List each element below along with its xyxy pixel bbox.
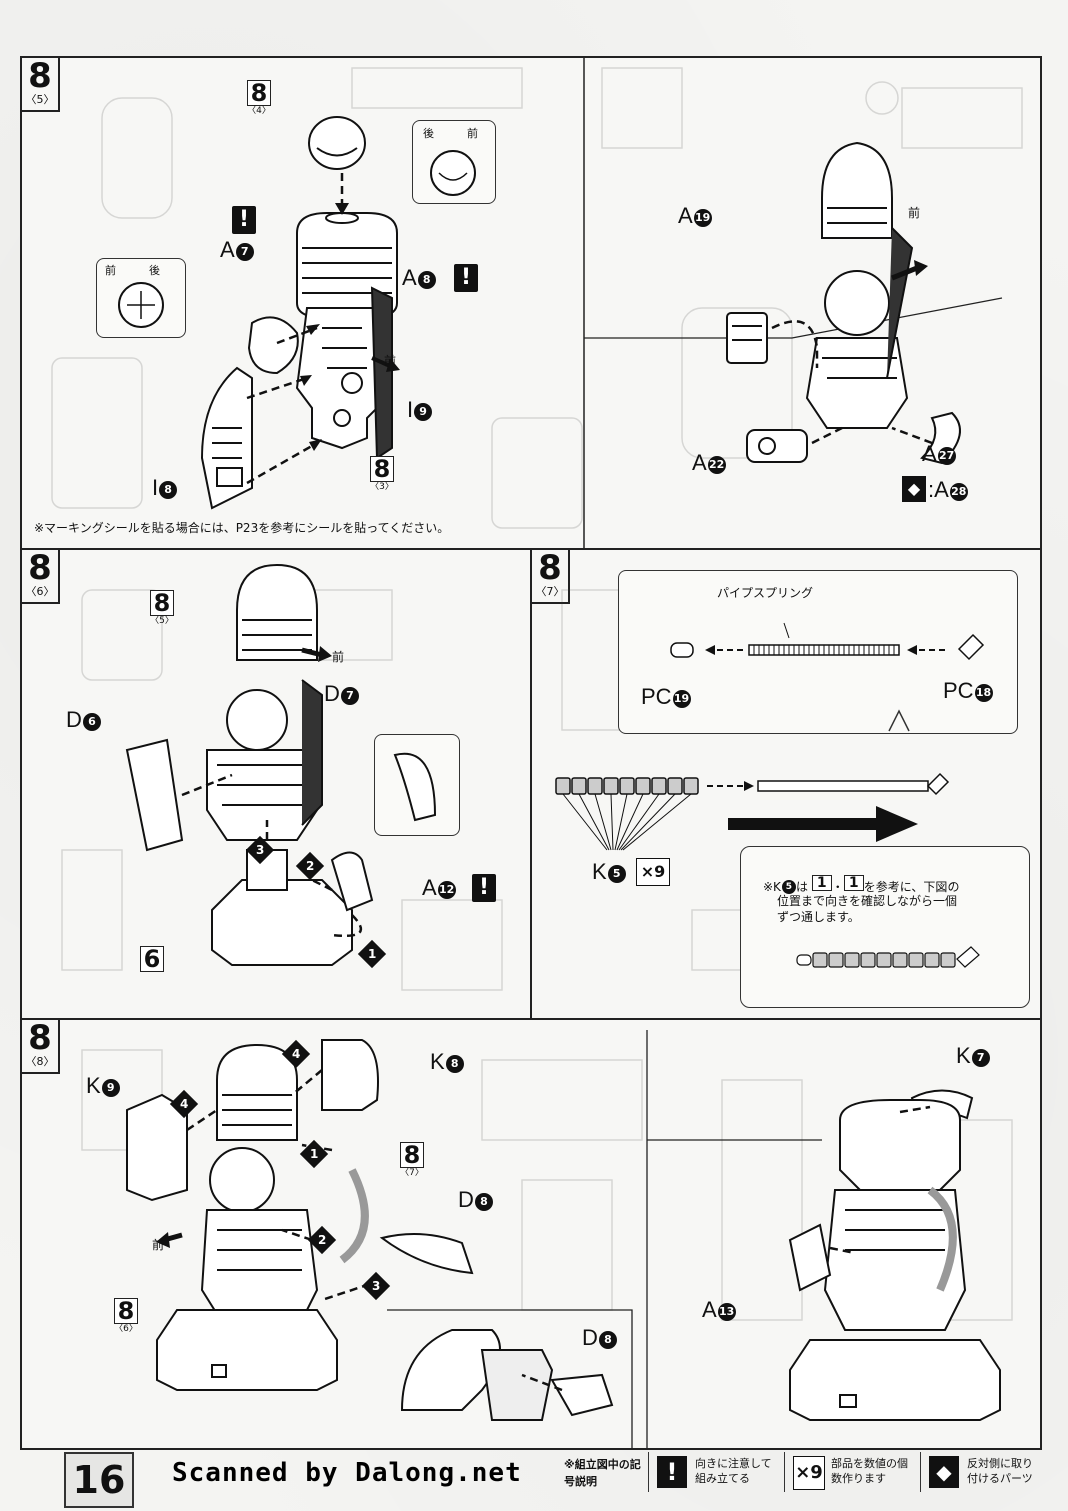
k5-assembled-drawing [796,946,980,968]
dome-detail [430,150,476,196]
step-panel-8-5: 8 〈5〉 [20,56,1042,550]
torso-assembly-illustration [200,116,400,510]
step-badge: 8 〈5〉 [22,58,60,112]
front-direction-label: 前 [152,1238,165,1252]
quantity-icon: ×9 [636,858,670,886]
front-direction-label: 前 [908,206,921,220]
ref-step-8-7: 8 〈7〉 [400,1141,424,1178]
ref-step-8-5: 8 〈5〉 [150,589,174,626]
front-direction-label: 前 [384,354,397,368]
body-base-assembly-illustration [125,563,374,966]
ref-step-8-3: 8 〈3〉 [370,455,394,492]
legend-item-opposite-side: ◆ 反対側に取り付けるパーツ [920,1452,1041,1492]
ref-step-1-7: 1 [811,875,832,891]
step-number: 8 [28,56,52,96]
step-panel-8-8: 8 〈8〉 [20,1018,1042,1450]
completed-torso-illustration [788,1089,1001,1421]
a12-detail-drawing [393,752,437,822]
ref-step-6: 6 [140,946,164,982]
step-badge: 8 〈6〉 [22,550,60,604]
dome-detail [118,282,164,328]
opposite-side-icon: ◆ [929,1456,959,1488]
caution-icon: ! [657,1456,687,1488]
waist-assembly-illustration [726,141,961,465]
step-panel-8-6: 8 〈6〉 [20,548,532,1020]
opposite-side-icon: ◆ [902,476,926,502]
ref-step-8-4: 8 〈4〉 [247,79,271,116]
section-divider [387,1030,822,1448]
callout-a7-orientation: 前 後 [96,258,186,338]
ghost-background-art [51,67,1023,529]
legend-item-caution: ! 向きに注意して組み立てる [648,1452,783,1492]
torso-armor-assembly-illustration [126,1039,614,1421]
caution-icon: ! [472,874,496,902]
ref-step-8-6: 8 〈6〉 [114,1297,138,1334]
step-badge: 8 〈7〉 [532,550,570,604]
caution-icon: ! [454,264,478,292]
sticker-note: ※マーキングシールを貼る場合には、P23を参考にシールを貼ってください。 [34,521,450,535]
legend-item-quantity: ×9 部品を数値の個数作ります [784,1452,919,1492]
callout-a12-detail [374,734,460,836]
step-sub-number: 〈5〉 [25,93,55,106]
page-number: 16 [64,1452,134,1508]
pipe-spring-drawing [670,622,985,732]
pipe-spring-label: パイプスプリング [717,586,814,600]
legend-title: ※組立図中の記号説明 [564,1458,641,1488]
ref-step-1-8: 1 [843,875,864,891]
callout-a8-orientation: 後 前 [412,120,496,204]
front-direction-label: 前 [332,650,345,664]
section-divider [583,58,1003,548]
k5-segments-illustration [555,772,950,851]
quantity-icon: ×9 [793,1456,825,1490]
caution-icon: ! [232,206,256,234]
scanner-watermark: Scanned by Dalong.net [172,1458,522,1488]
step-badge: 8 〈8〉 [22,1020,60,1074]
